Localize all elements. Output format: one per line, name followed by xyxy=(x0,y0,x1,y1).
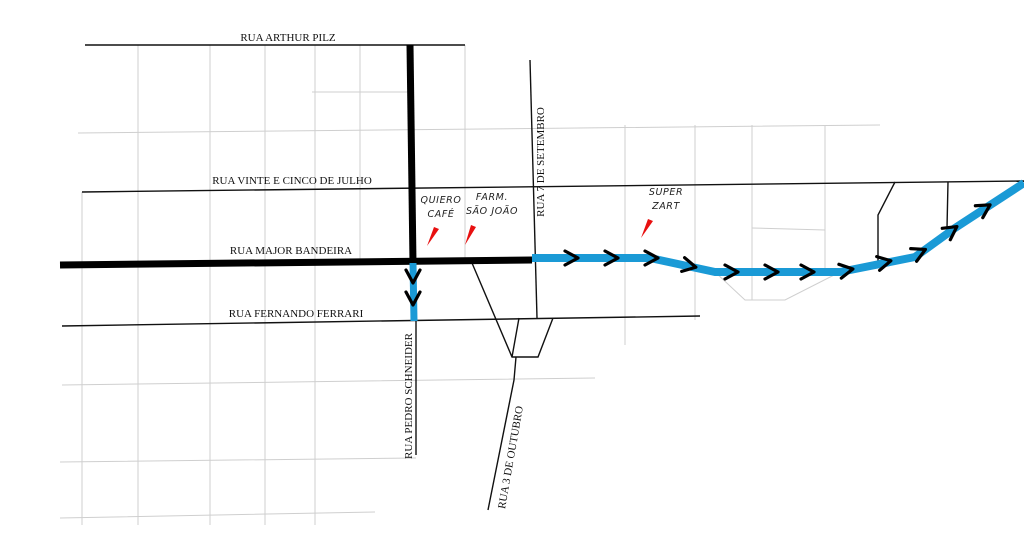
marker-super-zart-icon xyxy=(641,219,653,238)
main-road-vertical xyxy=(406,44,417,264)
arrow-right-icon xyxy=(837,262,855,280)
arrow-down-icon xyxy=(404,268,422,307)
place-markers xyxy=(427,219,653,246)
street-label-7-setembro: RUA 7 DE SETEMBRO xyxy=(535,107,547,217)
arrow-right-icon xyxy=(909,247,928,263)
road-fernando-ferrari xyxy=(61,315,701,327)
place-label: SUPER xyxy=(649,187,683,198)
place-label: ZART xyxy=(651,201,680,212)
place-label: FARM. xyxy=(476,192,508,203)
marker-farm-sao-joao-icon xyxy=(465,225,476,245)
street-label-arthur-pilz: RUA ARTHUR PILZ xyxy=(240,32,336,44)
main-road-major-bandeira xyxy=(59,256,533,269)
road-3-outubro xyxy=(471,262,554,511)
arrow-right-icon xyxy=(603,249,620,267)
arrow-right-icon xyxy=(875,255,893,272)
place-label: CAFÉ xyxy=(428,208,455,220)
arrow-right-icon xyxy=(973,203,992,220)
route-arrows xyxy=(563,203,992,281)
street-label-pedro-schneider: RUA PEDRO SCHNEIDER xyxy=(403,332,415,459)
route-segment-south xyxy=(409,262,418,322)
street-label-fernando-ferrari: RUA FERNANDO FERRARI xyxy=(229,308,364,320)
arrow-right-icon xyxy=(680,256,698,273)
side-roads xyxy=(877,181,949,262)
street-label-major-bandeira: RUA MAJOR BANDEIRA xyxy=(230,245,352,257)
road-vinte-cinco-julho xyxy=(81,180,1024,193)
place-label: QUIERO xyxy=(421,195,462,206)
route xyxy=(404,179,1024,322)
road-7-setembro xyxy=(529,59,538,319)
street-label-vinte-cinco-julho: RUA VINTE E CINCO DE JULHO xyxy=(212,175,372,187)
block-grid xyxy=(59,45,881,525)
marker-quiero-cafe-icon xyxy=(427,227,439,246)
arrow-right-icon xyxy=(799,263,816,281)
arrow-right-icon xyxy=(723,263,740,281)
arrow-right-icon xyxy=(763,263,780,281)
arrow-right-icon xyxy=(940,224,959,242)
roads xyxy=(61,44,1024,511)
arrow-right-icon xyxy=(643,249,660,267)
street-label-3-outubro: RUA 3 DE OUTUBRO xyxy=(496,405,526,510)
arrow-right-icon xyxy=(563,249,580,267)
place-label: SÃO JOÃO xyxy=(466,206,518,217)
